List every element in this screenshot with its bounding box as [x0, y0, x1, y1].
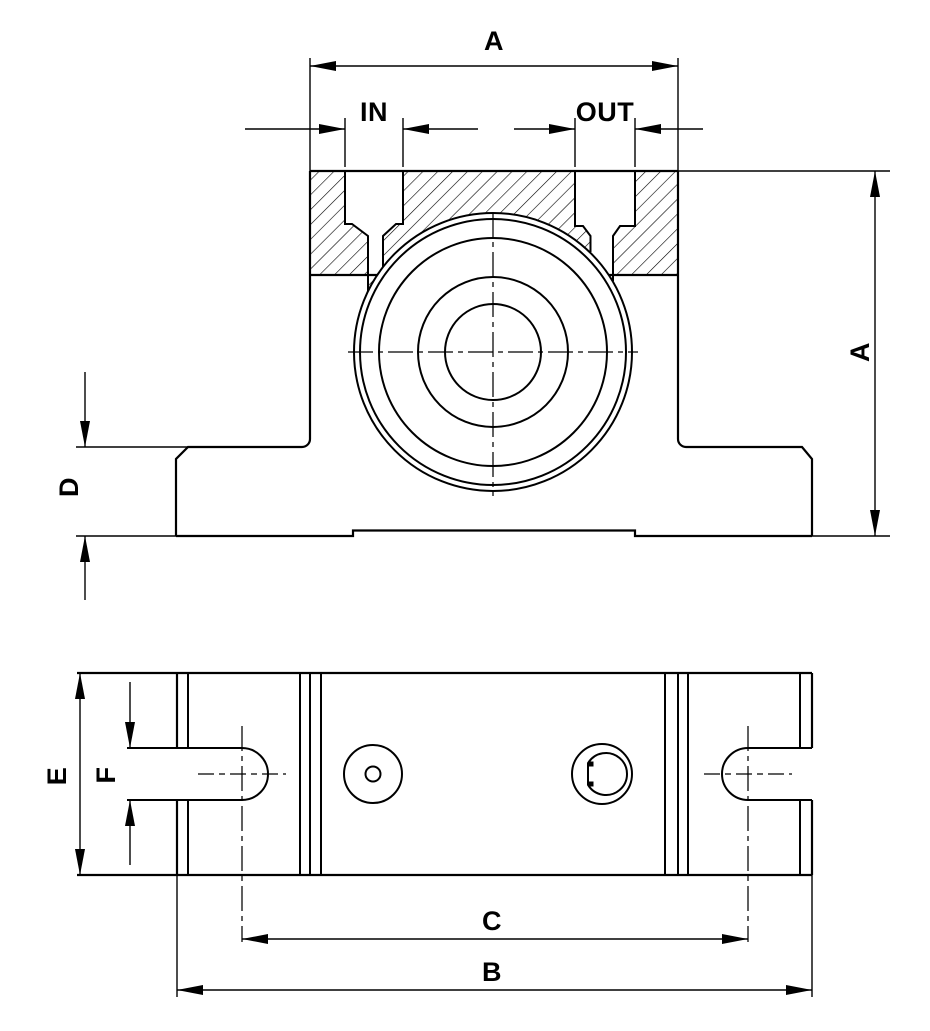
- arrowhead: [177, 985, 203, 995]
- dimension-b: B: [176, 875, 813, 997]
- outlet-bore-notch: [588, 761, 594, 767]
- left-mounting-slot: [127, 747, 269, 801]
- front-view: [174, 169, 814, 538]
- outlet-label: OUT: [576, 97, 635, 127]
- arrowhead: [870, 510, 880, 536]
- dimension-inlet: IN: [245, 97, 478, 167]
- dim-label-a-right: A: [845, 342, 875, 362]
- right-mounting-slot: [721, 747, 812, 801]
- outlet-hole-outer: [571, 743, 633, 805]
- dimension-f: F: [91, 682, 135, 865]
- body-left-side: [174, 171, 312, 536]
- section-hatch-area: [310, 171, 678, 292]
- outlet-bore-notch: [588, 781, 594, 787]
- bottom-view: [77, 671, 814, 942]
- arrowhead: [80, 536, 90, 562]
- dim-label-f: F: [91, 767, 121, 784]
- arrowhead: [310, 61, 336, 71]
- dimension-e: E: [42, 673, 85, 875]
- dimension-a-top: A: [309, 26, 679, 171]
- arrowhead: [319, 124, 345, 134]
- arrowhead: [80, 421, 90, 447]
- dim-label-e: E: [42, 767, 72, 786]
- dimension-c: C: [242, 906, 748, 944]
- head-block-outline: [310, 169, 678, 277]
- inlet-port-outline: [344, 171, 404, 291]
- inlet-hole-inner: [364, 765, 382, 783]
- body-right-side: [676, 171, 814, 536]
- arrowhead: [125, 800, 135, 826]
- arrowhead: [403, 124, 429, 134]
- arrowhead: [125, 722, 135, 748]
- plan-body-tangent-lines-left: [299, 673, 322, 875]
- arrowhead: [549, 124, 575, 134]
- outlet-hole-keyed-bore: [587, 752, 628, 796]
- dim-label-c: C: [482, 906, 502, 936]
- arrowhead: [870, 171, 880, 197]
- arrowhead: [75, 849, 85, 875]
- dim-label-d: D: [54, 477, 84, 497]
- plan-body-tangent-lines-right: [664, 673, 689, 875]
- dimension-outlet: OUT: [514, 97, 703, 167]
- arrowhead: [786, 985, 812, 995]
- inlet-label: IN: [360, 97, 388, 127]
- arrowhead: [722, 934, 748, 944]
- arrowhead: [242, 934, 268, 944]
- dimension-a-right: A: [678, 170, 890, 537]
- arrowhead: [75, 673, 85, 699]
- arrowhead: [652, 61, 678, 71]
- dim-label-b: B: [482, 957, 502, 987]
- dim-label-a-top: A: [484, 26, 504, 56]
- base-bottom-edge: [176, 529, 812, 538]
- inlet-hole-outer: [343, 744, 403, 804]
- dimension-d: D: [54, 372, 188, 600]
- outlet-port-outline: [574, 171, 636, 281]
- arrowhead: [635, 124, 661, 134]
